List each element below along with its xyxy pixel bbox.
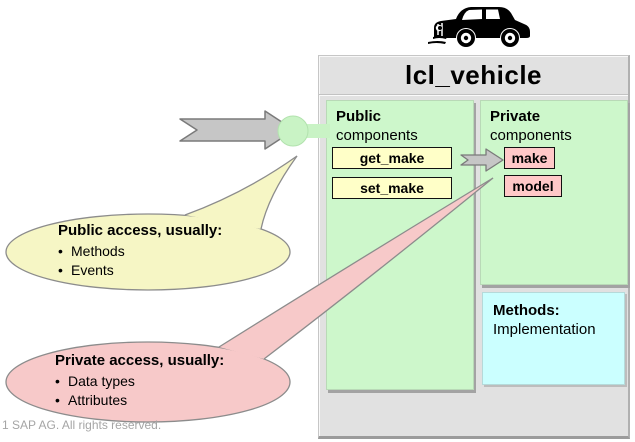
internal-access-arrow-icon bbox=[460, 148, 504, 172]
public-access-item: Events bbox=[71, 262, 114, 278]
method-set-make: set_make bbox=[332, 177, 452, 199]
attribute-model: model bbox=[504, 175, 562, 197]
interface-connector-circle bbox=[277, 115, 309, 147]
attribute-make: make bbox=[504, 147, 555, 169]
list-item: • Methods bbox=[58, 242, 293, 261]
implementation-box: Methods: Implementation bbox=[482, 292, 625, 385]
bullet-icon: • bbox=[55, 373, 60, 389]
private-access-callout-text: Private access, usually: • Data types • … bbox=[55, 351, 295, 410]
method-get-make: get_make bbox=[332, 147, 452, 169]
private-section-title: Private bbox=[490, 108, 541, 125]
list-item: • Events bbox=[58, 261, 293, 280]
private-section-subtitle: components bbox=[490, 127, 572, 144]
class-title-bar: lcl_vehicle bbox=[319, 56, 628, 95]
public-access-callout-bubble bbox=[5, 155, 298, 291]
bullet-icon: • bbox=[55, 392, 60, 408]
public-section-title: Public bbox=[336, 108, 382, 125]
public-section-header: Public components bbox=[327, 101, 473, 145]
implementation-body: Implementation bbox=[493, 321, 596, 338]
implementation-title: Methods: bbox=[493, 302, 560, 319]
private-access-item: Attributes bbox=[68, 392, 128, 408]
private-access-item: Data types bbox=[68, 373, 135, 389]
list-item: • Data types bbox=[55, 372, 295, 391]
public-section-subtitle: components bbox=[336, 127, 418, 144]
vintage-car-icon bbox=[428, 7, 530, 47]
list-item: • Attributes bbox=[55, 391, 295, 410]
public-access-callout-text: Public access, usually: • Methods • Even… bbox=[58, 221, 293, 280]
copyright-footer: 1 SAP AG. All rights reserved. bbox=[2, 418, 162, 432]
private-access-callout-bubble bbox=[5, 177, 494, 423]
public-access-item: Methods bbox=[71, 243, 125, 259]
public-access-heading: Public access, usually: bbox=[58, 222, 223, 239]
bullet-icon: • bbox=[58, 243, 63, 259]
class-title: lcl_vehicle bbox=[404, 59, 543, 90]
bullet-icon: • bbox=[58, 262, 63, 278]
private-section-header: Private components bbox=[481, 101, 627, 145]
public-access-arrow-icon bbox=[179, 110, 295, 150]
private-access-heading: Private access, usually: bbox=[55, 352, 225, 369]
